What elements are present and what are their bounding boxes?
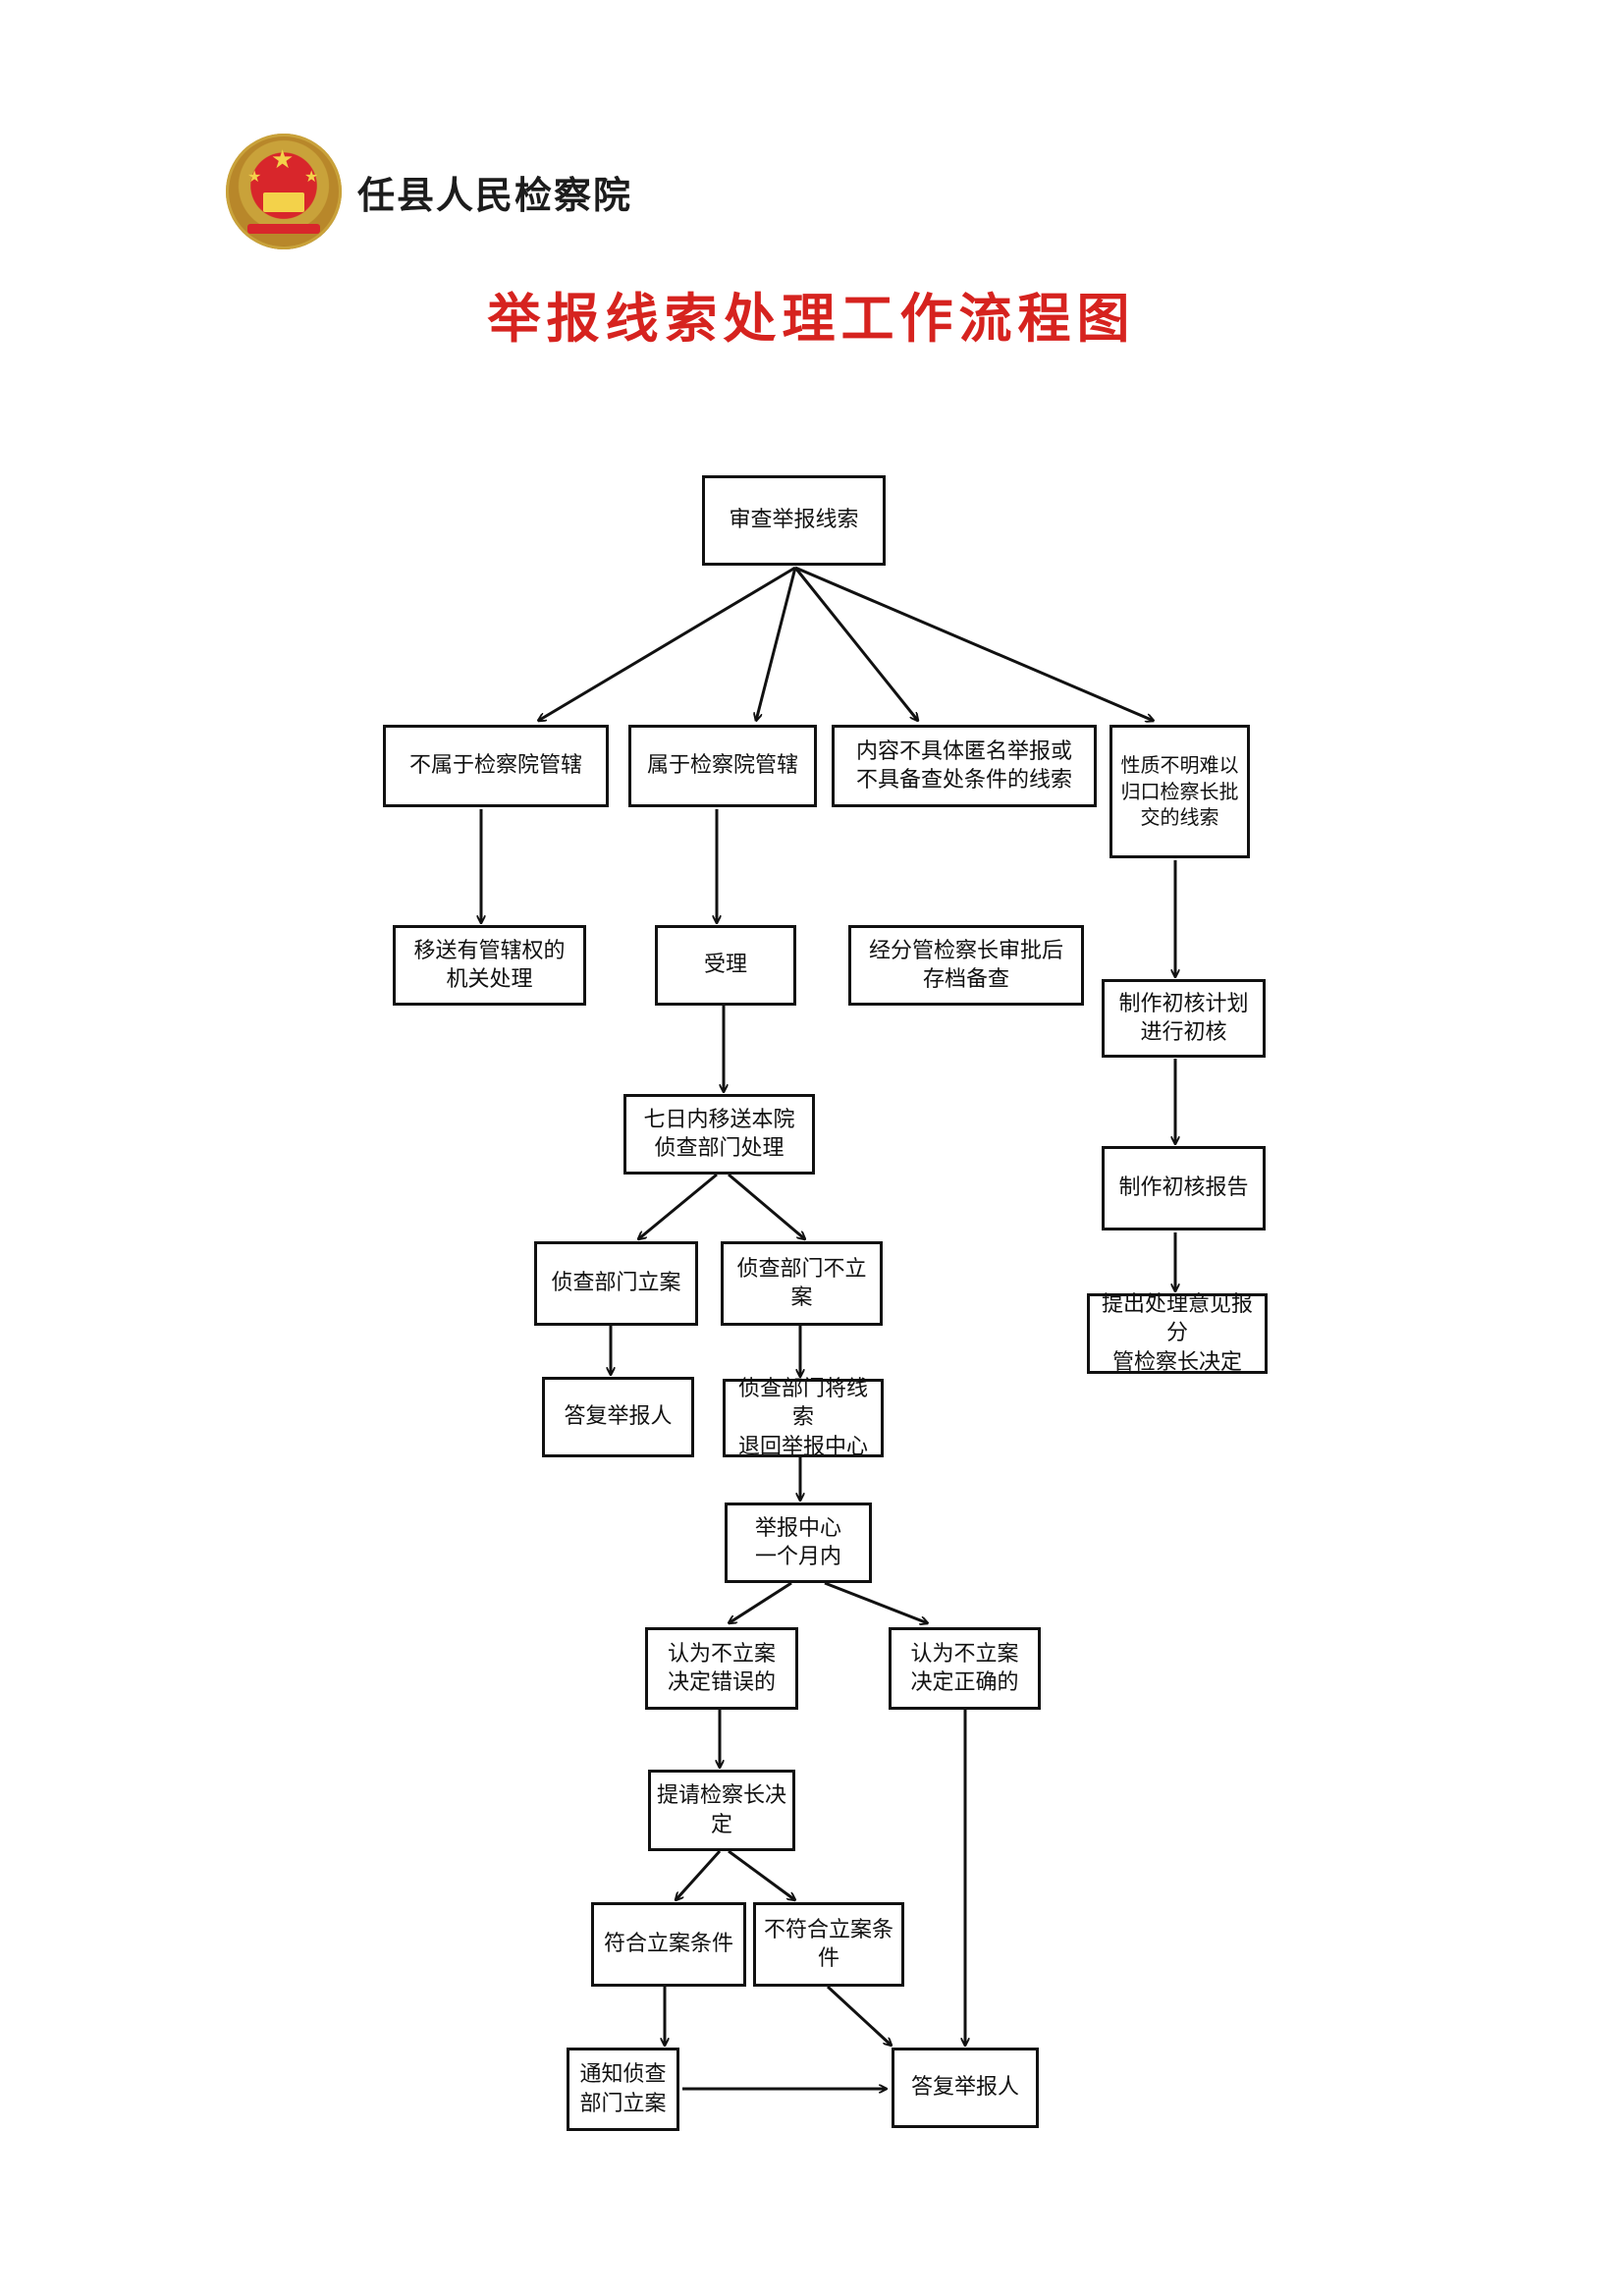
node-prelim-plan: 制作初核计划 进行初核 [1102,979,1266,1058]
arrow-review-unclear [794,566,1154,721]
node-not-filed: 侦查部门不立案 [721,1241,883,1326]
node-not-jurisdiction: 不属于检察院管辖 [383,725,609,807]
node-review: 审查举报线索 [702,475,886,566]
org-name: 任县人民检察院 [357,172,633,217]
arrow-to-meets [676,1849,722,1900]
node-request-chief: 提请检察长决定 [648,1770,795,1851]
node-meets: 符合立案条件 [591,1902,746,1987]
node-accept: 受理 [655,925,796,1006]
node-center-month: 举报中心 一个月内 [725,1503,872,1583]
arrow-to-wrong [729,1581,792,1623]
node-seven-days: 七日内移送本院 侦查部门处理 [623,1094,815,1175]
arrow-not-meets-to-reply [826,1985,892,2046]
node-notify: 通知侦查 部门立案 [567,2048,679,2131]
arrow-to-filed [638,1173,718,1239]
node-prelim-report: 制作初核报告 [1102,1146,1266,1230]
node-filed: 侦查部门立案 [534,1241,698,1326]
arrow-to-not-filed [728,1173,805,1239]
arrow-review-jurisdiction [756,567,797,721]
arrow-to-correct [824,1581,928,1623]
arrow-review-not-jurisdiction [538,566,796,721]
node-unclear-nature: 性质不明难以 归口检察长批 交的线索 [1109,725,1250,858]
node-reply-1: 答复举报人 [542,1377,694,1457]
arrow-to-not-meets [728,1849,795,1900]
node-propose: 提出处理意见报分 管检察长决定 [1087,1292,1268,1375]
node-transfer-authority: 移送有管辖权的 机关处理 [393,925,586,1006]
node-incomplete-clue: 内容不具体匿名举报或 不具备查处条件的线索 [832,725,1097,807]
arrow-review-incomplete [793,567,918,721]
node-return-clue: 侦查部门将线索 退回举报中心 [723,1377,884,1459]
node-wrong-decision: 认为不立案 决定错误的 [645,1627,798,1710]
node-not-meets: 不符合立案条件 [753,1902,904,1987]
header: ★ ★ ★ 任县人民检察院 [226,128,632,255]
node-correct-decision: 认为不立案 决定正确的 [889,1627,1041,1710]
node-jurisdiction: 属于检察院管辖 [628,725,817,807]
page-title: 举报线索处理工作流程图 [487,288,1136,350]
node-reply-final: 答复举报人 [892,2048,1039,2128]
procuratorate-emblem-icon: ★ ★ ★ [226,134,342,249]
node-archive: 经分管检察长审批后 存档备查 [848,925,1084,1006]
